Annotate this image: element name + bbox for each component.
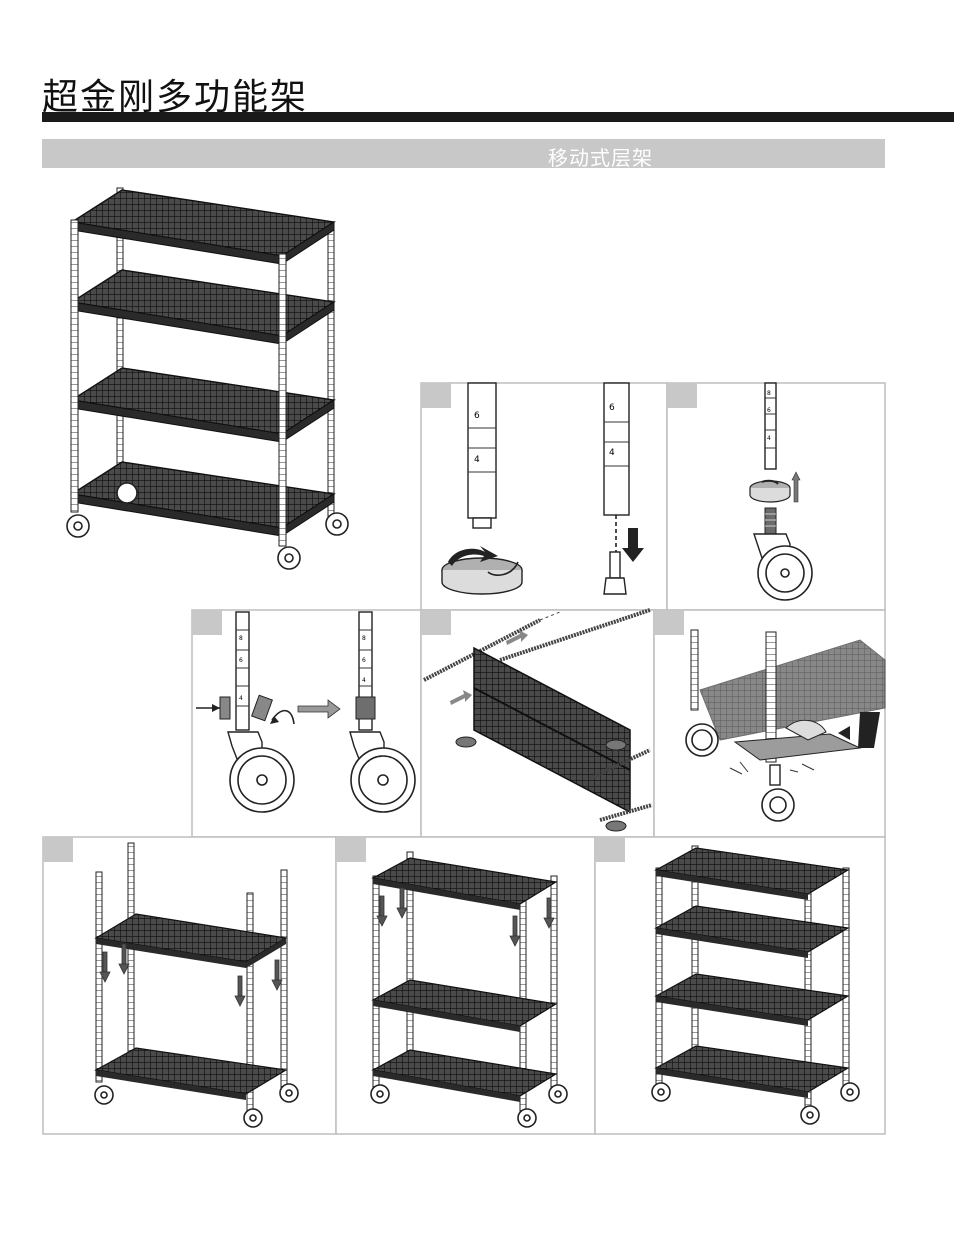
- pole-mark-small-4: 4: [767, 435, 771, 442]
- hero-shelf-3: [72, 368, 334, 442]
- pole-mark-4: 4: [474, 455, 480, 465]
- pole-mark-6: 6: [474, 411, 480, 421]
- pole-mark-small-6: 6: [767, 407, 771, 414]
- hero-shelf-2: [72, 270, 334, 344]
- step3b-mark-8: 8: [362, 635, 366, 642]
- step3-mark-4: 4: [239, 695, 243, 702]
- step3-mark-8: 8: [239, 635, 243, 642]
- pole-mark-6b: 6: [609, 403, 615, 413]
- hero-shelving-cart: [67, 188, 348, 569]
- step3-mark-6: 6: [239, 657, 243, 664]
- hero-shelf-4: [72, 462, 334, 536]
- step3b-mark-6: 6: [362, 657, 366, 664]
- hero-shelf-1: [72, 190, 334, 264]
- pole-mark-small-8: 8: [767, 390, 771, 397]
- pole-mark-4b: 4: [609, 448, 615, 458]
- step3b-mark-4: 4: [362, 677, 366, 684]
